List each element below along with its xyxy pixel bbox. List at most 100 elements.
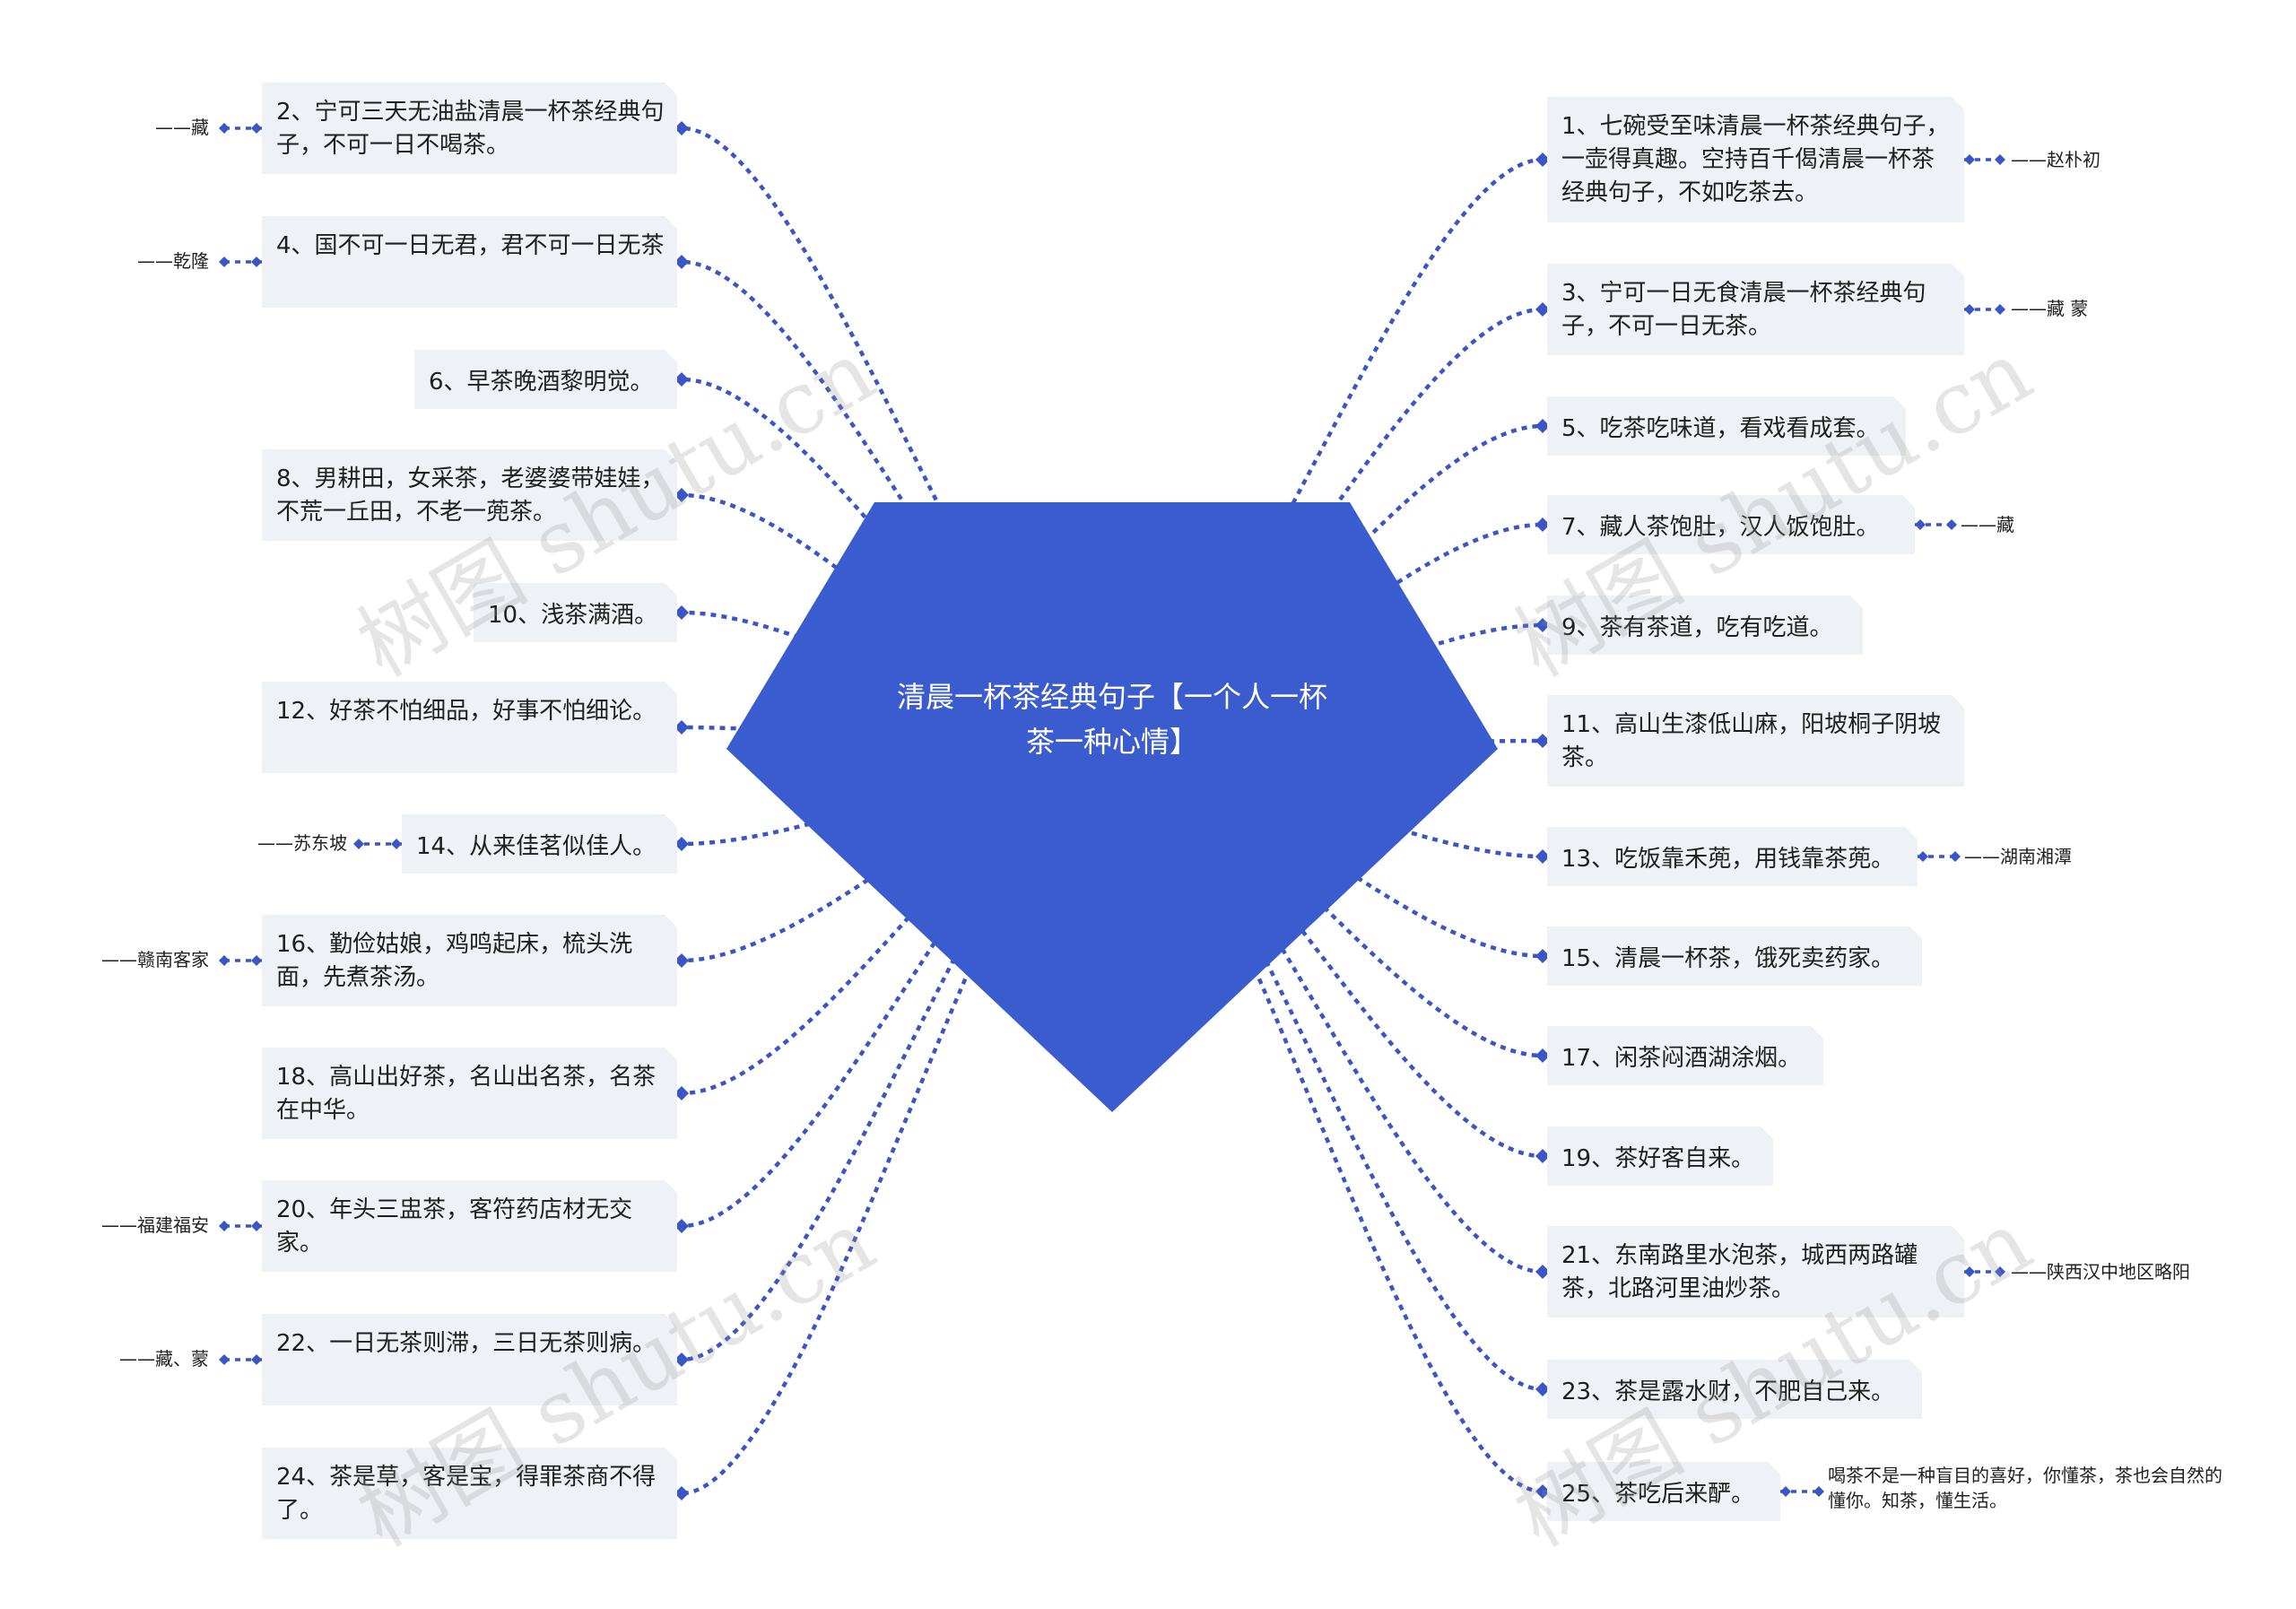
connector-dot-left-7 (674, 837, 689, 851)
right-node-12[interactable]: 23、茶是露水财，不肥自己来。 (1547, 1360, 1922, 1419)
connector-left-12 (681, 746, 1113, 1496)
connector-dot-left-11 (674, 1352, 689, 1367)
connector-dot-left-5 (674, 605, 689, 620)
left-note-11[interactable]: ——藏、蒙 (119, 1348, 209, 1370)
note-end-dot-right-1 (1995, 154, 2005, 165)
note-dot-left-10 (251, 1221, 262, 1231)
right-node-6[interactable]: 11、高山生漆低山麻，阳坡桐子阴坡茶。 (1547, 695, 1964, 787)
connector-dot-right-4 (1535, 517, 1550, 532)
note-dot-right-4 (1915, 519, 1926, 530)
connector-dot-left-10 (674, 1219, 689, 1233)
center-diamond[interactable] (726, 502, 1498, 1112)
node-text: 3、宁可一日无食清晨一杯茶经典句子，不可一日无茶。 (1561, 280, 1926, 340)
left-node-5[interactable]: 10、浅茶满酒。 (474, 583, 677, 642)
center-topic-title[interactable]: 清晨一杯茶经典句子【一个人一杯茶一种心情】 (896, 680, 1327, 759)
node-text: 9、茶有茶道，吃有吃道。 (1561, 614, 1833, 641)
left-note-7[interactable]: ——苏东坡 (257, 832, 347, 854)
right-node-1[interactable]: 1、七碗受至味清晨一杯茶经典句子，一壶得真趣。空持百千偈清晨一杯茶经典句子，不如… (1547, 97, 1964, 222)
left-node-12[interactable]: 24、茶是草，客是宝，得罪茶商不得了。 (262, 1448, 677, 1539)
connector-right-11 (1111, 746, 1544, 1274)
node-text: 16、勤俭姑娘，鸡鸣起床，梳头洗面，先煮茶汤。 (276, 931, 633, 991)
connector-dot-left-3 (674, 372, 689, 387)
right-node-9[interactable]: 17、闲茶闷酒湖涂烟。 (1547, 1026, 1823, 1085)
right-node-11[interactable]: 21、东南路里水泡茶，城西两路罐茶，北路河里油炒茶。 (1547, 1226, 1964, 1318)
node-text: 18、高山出好茶，名山出名茶，名茶在中华。 (276, 1064, 657, 1124)
right-note-1[interactable]: ——赵朴初 (2011, 149, 2100, 170)
node-text: 13、吃饭靠禾蔸，用钱靠茶蔸。 (1561, 846, 1895, 873)
left-node-11[interactable]: 22、一日无茶则滞，三日无茶则病。 (262, 1314, 677, 1405)
note-dot-left-2 (251, 257, 262, 267)
note-end-dot-left-8 (219, 955, 230, 966)
left-note-1[interactable]: ——藏 (155, 117, 209, 138)
note-dot-right-13 (1780, 1486, 1791, 1497)
connector-dot-left-8 (674, 953, 689, 968)
left-node-9[interactable]: 18、高山出好茶，名山出名茶，名茶在中华。 (262, 1048, 677, 1139)
left-note-10[interactable]: ——福建福安 (101, 1214, 209, 1236)
connector-dot-left-1 (674, 121, 689, 135)
right-node-13[interactable]: 25、茶吃后来酽。 (1547, 1462, 1780, 1521)
note-end-dot-right-2 (1995, 304, 2005, 315)
right-node-2[interactable]: 3、宁可一日无食清晨一杯茶经典句子，不可一日无茶。 (1547, 264, 1964, 355)
note-dot-right-2 (1964, 304, 1975, 315)
right-node-7[interactable]: 13、吃饭靠禾蔸，用钱靠茶蔸。 (1547, 827, 1918, 886)
note-dot-left-8 (251, 955, 262, 966)
note-dot-right-7 (1918, 851, 1928, 862)
note-end-dot-left-2 (219, 257, 230, 267)
left-node-1[interactable]: 2、宁可三天无油盐清晨一杯茶经典句子，不可一日不喝茶。 (262, 83, 677, 174)
node-text: 5、吃茶吃味道，看戏看成套。 (1561, 415, 1880, 442)
right-note-13[interactable]: 喝茶不是一种盲目的喜好，你懂茶，茶也会自然的懂你。知茶，懂生活。 (1828, 1465, 2222, 1511)
left-node-8[interactable]: 16、勤俭姑娘，鸡鸣起床，梳头洗面，先煮茶汤。 (262, 915, 677, 1006)
right-note-4[interactable]: ——藏 (1961, 514, 2014, 535)
connector-dot-right-8 (1535, 949, 1550, 963)
connector-dot-right-1 (1535, 152, 1550, 167)
note-dot-right-1 (1964, 154, 1975, 165)
connector-dot-right-12 (1535, 1382, 1550, 1396)
connector-dot-right-6 (1535, 734, 1550, 748)
node-text: 2、宁可三天无油盐清晨一杯茶经典句子，不可一日不喝茶。 (276, 99, 665, 159)
right-node-8[interactable]: 15、清晨一杯茶，饿死卖药家。 (1547, 926, 1922, 986)
left-node-4[interactable]: 8、男耕田，女采茶，老婆婆带娃娃，不荒一丘田，不老一蔸茶。 (262, 449, 677, 541)
right-note-11[interactable]: ——陕西汉中地区略阳 (2011, 1261, 2190, 1283)
node-text: 14、从来佳茗似佳人。 (416, 833, 657, 860)
node-text: 22、一日无茶则滞，三日无茶则病。 (276, 1330, 657, 1357)
node-text: 24、茶是草，客是宝，得罪茶商不得了。 (276, 1464, 657, 1524)
node-text: 23、茶是露水财，不肥自己来。 (1561, 1379, 1895, 1405)
left-node-6[interactable]: 12、好茶不怕细品，好事不怕细论。 (262, 682, 677, 773)
connector-dot-left-4 (674, 488, 689, 502)
note-end-dot-left-10 (219, 1221, 230, 1231)
left-node-2[interactable]: 4、国不可一日无君，君不可一日无茶 (262, 216, 677, 308)
node-text: 12、好茶不怕细品，好事不怕细论。 (276, 698, 657, 725)
note-end-dot-left-11 (219, 1354, 230, 1365)
connector-dot-right-9 (1535, 1048, 1550, 1063)
left-node-10[interactable]: 20、年头三盅茶，客符药店材无交家。 (262, 1180, 677, 1272)
right-node-5[interactable]: 9、茶有茶道，吃有吃道。 (1547, 596, 1863, 655)
node-text: 17、闲茶闷酒湖涂烟。 (1561, 1045, 1802, 1072)
note-end-dot-left-7 (353, 839, 364, 849)
connector-dot-right-7 (1535, 849, 1550, 864)
right-node-10[interactable]: 19、茶好客自来。 (1547, 1126, 1773, 1186)
connector-right-7 (1111, 746, 1544, 859)
left-note-2[interactable]: ——乾隆 (137, 250, 209, 272)
node-text: 15、清晨一杯茶，饿死卖药家。 (1561, 945, 1895, 972)
note-end-dot-right-11 (1995, 1266, 2005, 1277)
connector-dot-left-12 (674, 1486, 689, 1500)
left-note-8[interactable]: ——赣南客家 (101, 949, 209, 970)
right-note-2[interactable]: ——藏 蒙 (2011, 298, 2089, 319)
right-note-7[interactable]: ——湖南湘潭 (1964, 846, 2072, 867)
note-dot-left-7 (391, 839, 402, 849)
right-node-3[interactable]: 5、吃茶吃味道，看戏看成套。 (1547, 396, 1906, 456)
note-end-dot-right-4 (1946, 519, 1957, 530)
node-text: 21、东南路里水泡茶，城西两路罐茶，北路河里油炒茶。 (1561, 1242, 1918, 1302)
left-node-3[interactable]: 6、早茶晚酒黎明觉。 (414, 350, 677, 409)
connector-dot-right-11 (1535, 1265, 1550, 1279)
node-text: 6、早茶晚酒黎明觉。 (429, 369, 654, 396)
left-node-7[interactable]: 14、从来佳茗似佳人。 (402, 814, 677, 874)
node-text: 7、藏人茶饱肚，汉人饭饱肚。 (1561, 514, 1880, 541)
node-text: 19、茶好客自来。 (1561, 1145, 1755, 1172)
right-node-4[interactable]: 7、藏人茶饱肚，汉人饭饱肚。 (1547, 495, 1915, 554)
node-text: 4、国不可一日无君，君不可一日无茶 (276, 232, 665, 259)
connector-dot-right-10 (1535, 1149, 1550, 1163)
node-text: 11、高山生漆低山麻，阳坡桐子阴坡茶。 (1561, 711, 1942, 771)
